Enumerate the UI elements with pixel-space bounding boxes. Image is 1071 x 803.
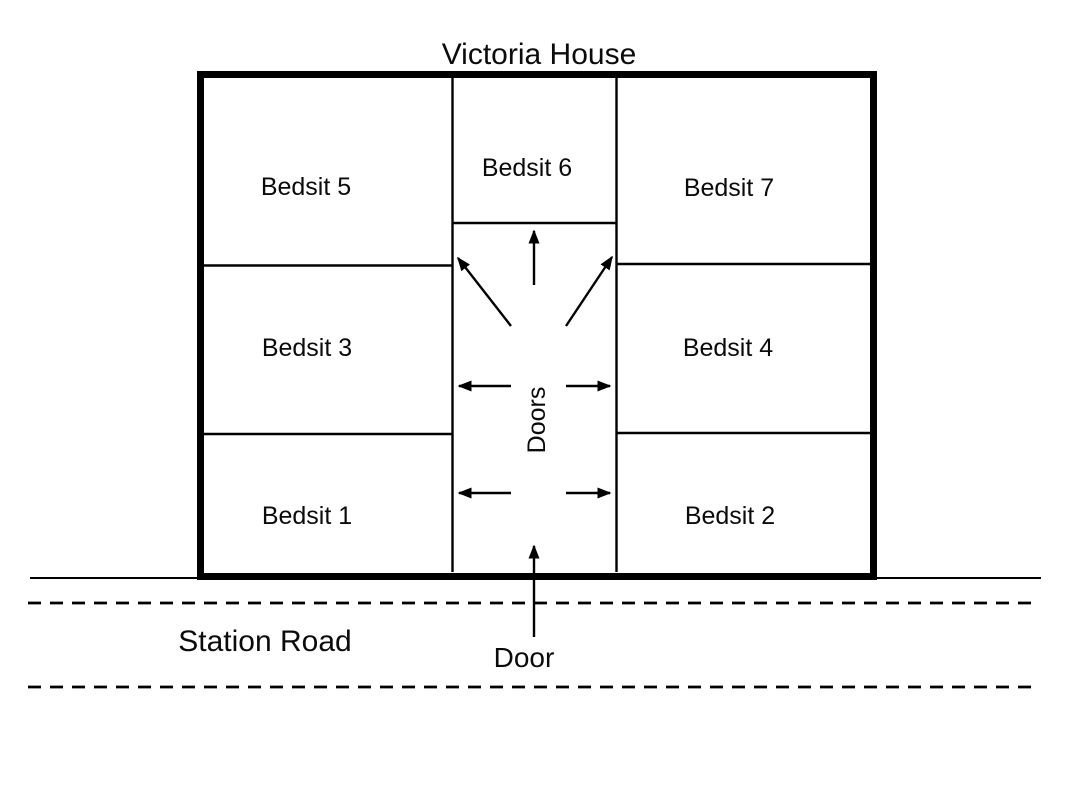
room-label-bedsit-1: Bedsit 1 xyxy=(262,502,352,530)
room-label-bedsit-3: Bedsit 3 xyxy=(262,334,352,362)
corridor-doors-label: Doors xyxy=(523,387,551,454)
road-label: Station Road xyxy=(178,625,351,658)
door-arrows xyxy=(457,229,613,637)
door-arrow-bedsit-5 xyxy=(457,256,512,327)
building-title: Victoria House xyxy=(442,38,637,71)
room-label-bedsit-6: Bedsit 6 xyxy=(482,154,572,182)
room-label-bedsit-7: Bedsit 7 xyxy=(684,174,774,202)
room-label-bedsit-4: Bedsit 4 xyxy=(683,334,773,362)
room-label-bedsit-5: Bedsit 5 xyxy=(261,173,351,201)
entrance-door-label: Door xyxy=(494,642,555,673)
building-outline xyxy=(197,71,877,580)
interior-walls xyxy=(204,78,870,572)
door-arrow-bedsit-7 xyxy=(565,255,613,327)
room-label-bedsit-2: Bedsit 2 xyxy=(685,502,775,530)
